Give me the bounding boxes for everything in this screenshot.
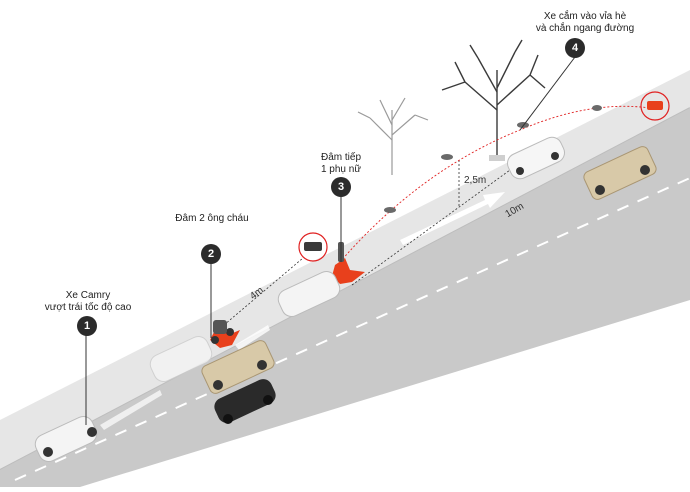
speed-trail-2 [235,325,270,350]
marker-3: 3 [331,177,351,197]
step-4-label: Xe cắm vào vỉa hè và chắn ngang đường [530,11,640,35]
camry-start [34,415,98,463]
camry-final [507,136,565,180]
black-car [214,379,276,424]
marker-4-leader [519,56,576,131]
marker-1: 1 [77,316,97,336]
tree-large [441,39,546,158]
measure-2-5m-label: 2,5m [464,175,487,186]
step-3-line-2: 1 phụ nữ [320,164,362,175]
step-2-line-1: Đâm 2 ông cháu [175,213,249,224]
step-4-line-2: và chắn ngang đường [535,23,635,34]
beige-suv-front [583,146,657,200]
direction-arrow [400,192,505,245]
marker-2: 2 [201,244,221,264]
step-1-line-1: Xe Camry [65,290,111,301]
marker-4: 4 [565,38,585,58]
beige-suv [201,340,275,394]
step-3-line-1: Đâm tiếp [320,152,361,163]
motorbike-victims [211,320,234,344]
step-4-line-1: Xe cắm vào vỉa hè [543,11,627,22]
measure-10m [351,169,511,286]
road [0,108,690,487]
step-1-label: Xe Camry vượt trái tốc độ cao [38,290,138,314]
impact-circle-1 [298,232,328,262]
camry-blur [149,335,213,383]
speed-trail-1 [100,390,162,430]
lane-marking [14,177,690,481]
step-1-line-2: vượt trái tốc độ cao [44,302,132,313]
tree-base [489,155,505,161]
tree-small [357,97,429,175]
impact-burst-2 [332,258,365,284]
victim-trajectory [339,105,651,263]
camry-impact [277,270,341,318]
measure-4m [223,257,304,326]
step-2-label: Đâm 2 ông cháu [162,213,262,225]
flying-victims [384,105,602,213]
step-3-label: Đâm tiếp 1 phụ nữ [306,152,376,176]
impact-circle-2 [640,91,670,121]
